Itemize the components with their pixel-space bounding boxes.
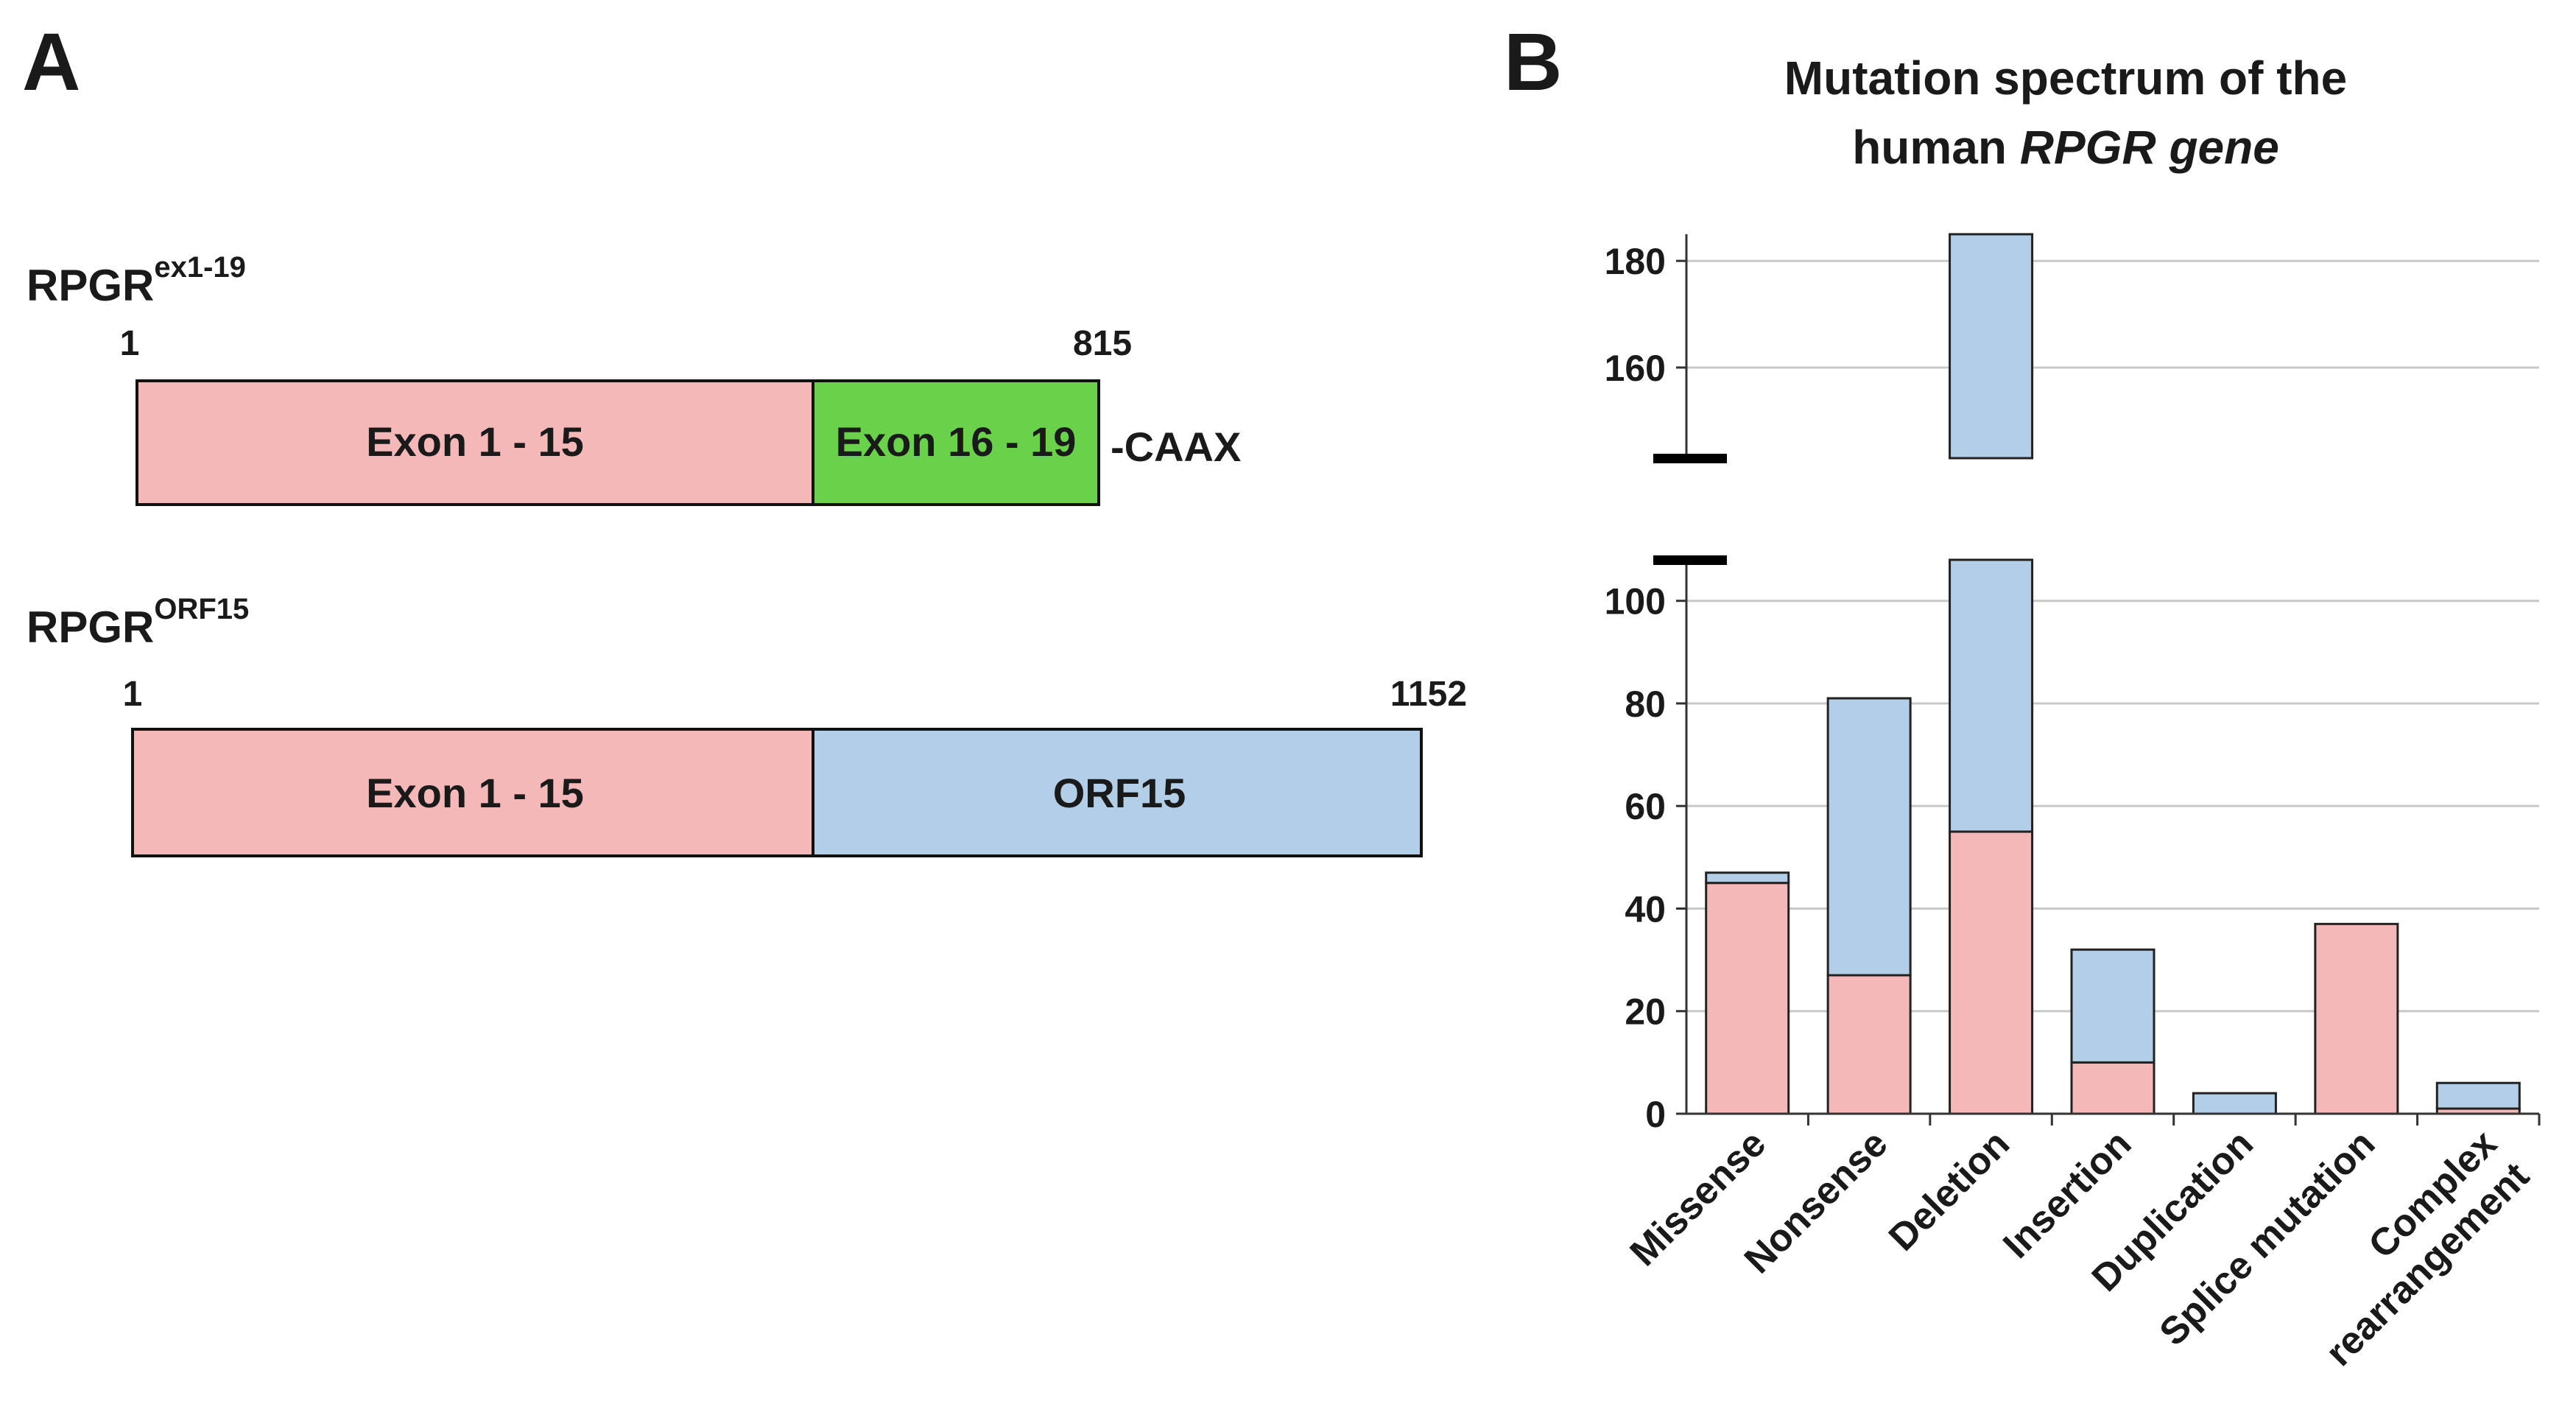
construct-1-start-label: 1 [120,324,140,363]
axis-break-mark-upper [1653,454,1727,463]
bar-insertion-series-1 [2070,1061,2156,1115]
bar-nonsense-series-2 [1826,697,1912,977]
construct-1-exon16-19-box [812,379,1100,506]
y-tick-label-40: 40 [1625,888,1666,930]
construct-2-start-label: 1 [123,675,143,714]
construct-2-orf15-box [812,728,1423,857]
construct-1-segment-2-label: Exon 16 - 19 [836,418,1077,465]
construct-1-name: RPGRex1-19 [27,251,246,310]
bar-deletion-series-1 [1949,830,2034,1115]
bar-missense-series-1 [1705,882,1790,1115]
y-tick-label-180: 180 [1605,241,1666,282]
construct-1-end-label: 815 [1073,324,1132,363]
construct-2-exon1-15-box [131,728,814,857]
construct-1-caax-label: -CAAX [1111,424,1241,470]
y-tick-label-60: 60 [1625,786,1666,827]
panel-a-letter: A [22,17,80,108]
panel-b-letter: B [1504,17,1562,108]
bar-duplication-series-2 [2192,1092,2277,1115]
chart-labels: 020406080100160180MissenseNonsenseDeleti… [1605,241,2538,1374]
y-tick-label-20: 20 [1625,991,1666,1033]
bar-deletion-series-2-upper [1949,233,2034,460]
construct-1-segment-1-label: Exon 1 - 15 [366,418,584,465]
y-tick-label-100: 100 [1605,581,1666,622]
construct-2-segment-2-label: ORF15 [1053,770,1186,816]
bar-complex-rearrangement-series-2 [2435,1081,2521,1110]
bar-insertion-series-2 [2070,948,2156,1064]
construct-1-exon1-15-box [136,379,814,506]
chart-title-line-2: human RPGR gene [1852,121,2279,174]
y-tick-label-160: 160 [1605,348,1666,389]
construct-2-name: RPGRORF15 [27,593,249,652]
construct-2-segment-1-label: Exon 1 - 15 [366,770,584,816]
chart-axes [1653,234,2541,1126]
bar-nonsense-series-1 [1826,974,1912,1115]
chart-title-line-1: Mutation spectrum of the [1784,52,2347,105]
chart-bars [1705,233,2521,1115]
construct-2-end-label: 1152 [1390,675,1467,714]
y-tick-label-0: 0 [1645,1094,1666,1135]
bar-missense-series-2 [1705,871,1790,885]
bar-deletion-series-2-lower [1949,558,2034,833]
y-tick-label-80: 80 [1625,684,1666,725]
bar-splice-mutation-series-1 [2314,922,2399,1115]
axis-break-mark-lower [1653,555,1727,565]
